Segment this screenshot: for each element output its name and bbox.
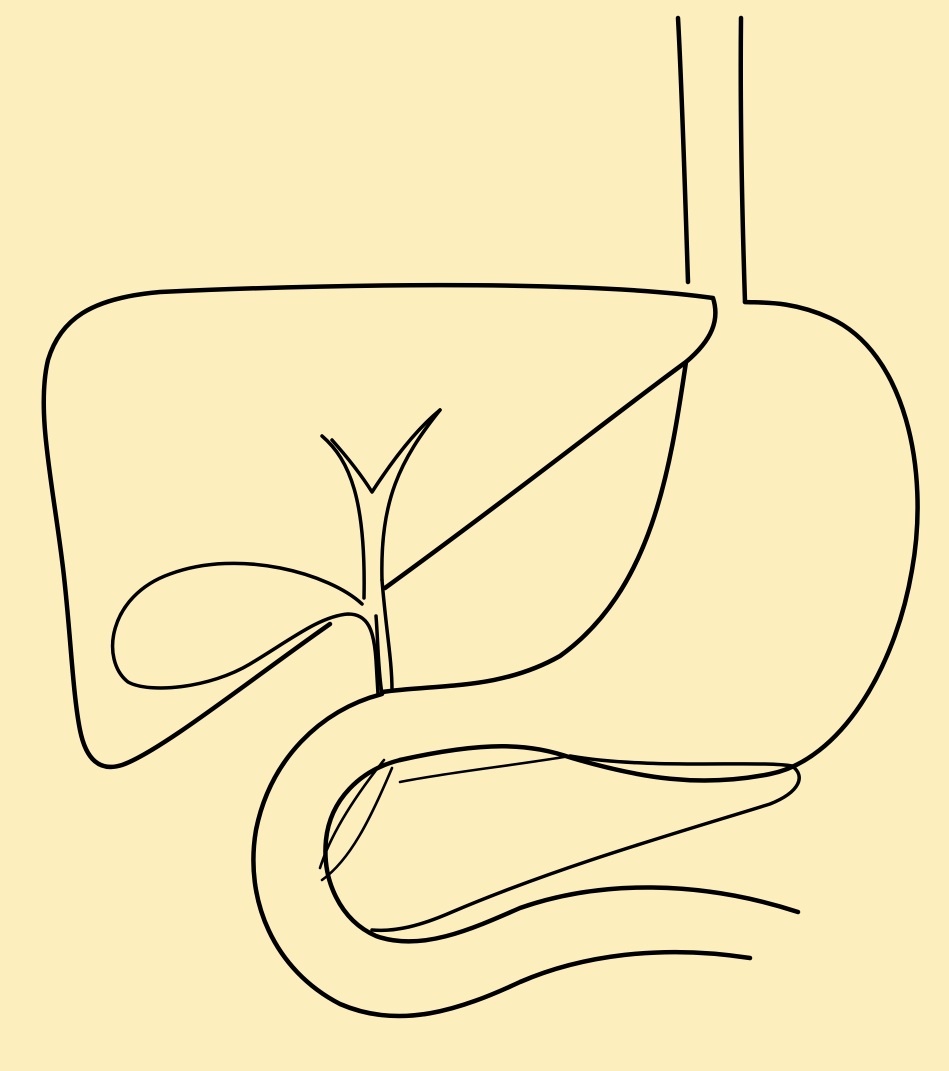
figure-canvas bbox=[0, 0, 949, 1071]
anatomy-diagram bbox=[0, 0, 949, 1071]
background bbox=[0, 0, 949, 1071]
